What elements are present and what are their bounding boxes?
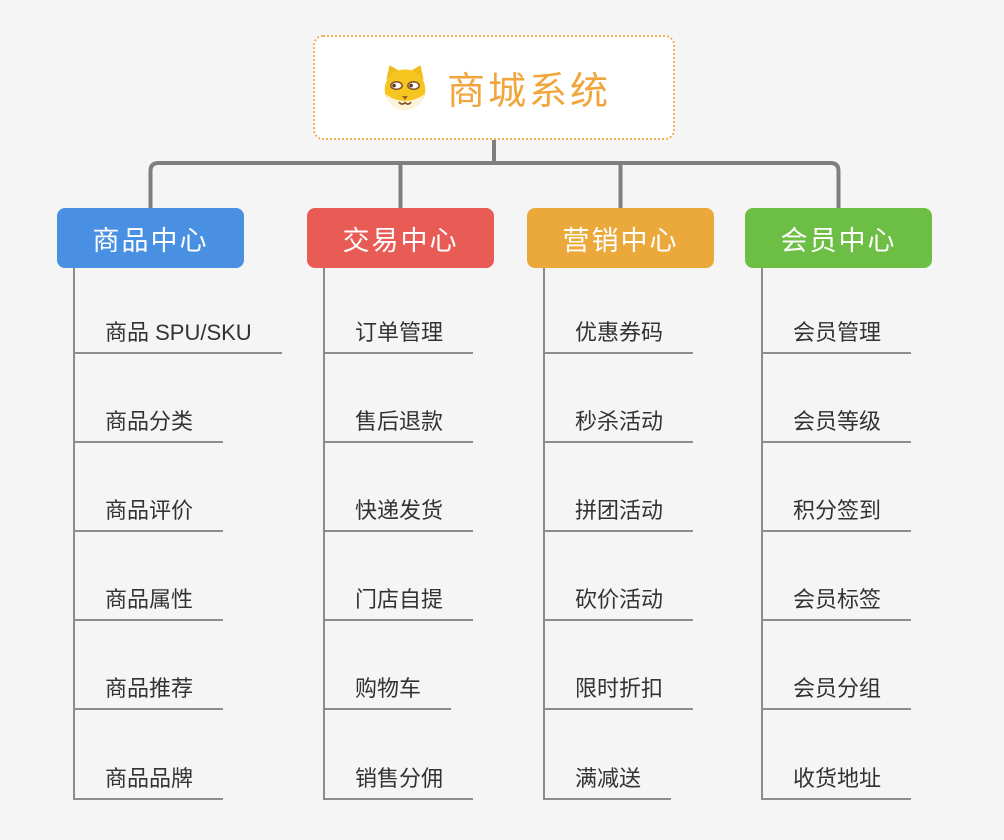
child-node[interactable]: 订单管理 xyxy=(323,316,474,354)
child-node[interactable]: 优惠券码 xyxy=(543,316,694,354)
branch-header-member-center[interactable]: 会员中心 xyxy=(745,208,932,268)
root-title: 商城系统 xyxy=(446,71,611,113)
child-node[interactable]: 会员等级 xyxy=(761,405,912,443)
child-node[interactable]: 会员管理 xyxy=(761,316,912,354)
dog-face-icon xyxy=(384,64,426,110)
branch-trade-center: 交易中心 订单管理 售后退款 快递发货 门店自提 购物车 销售分佣 xyxy=(307,208,567,808)
child-node[interactable]: 会员分组 xyxy=(761,672,912,710)
child-node[interactable]: 拼团活动 xyxy=(543,494,694,532)
branch-spine xyxy=(323,268,325,798)
child-node[interactable]: 限时折扣 xyxy=(543,672,694,710)
child-node[interactable]: 满减送 xyxy=(543,762,672,800)
child-node[interactable]: 商品评价 xyxy=(73,494,224,532)
child-node[interactable]: 会员标签 xyxy=(761,583,912,621)
root-node[interactable]: 商城系统 xyxy=(313,35,675,140)
child-node[interactable]: 收货地址 xyxy=(761,762,912,800)
child-node[interactable]: 积分签到 xyxy=(761,494,912,532)
child-node[interactable]: 售后退款 xyxy=(323,405,474,443)
child-node[interactable]: 商品属性 xyxy=(73,583,224,621)
branch-marketing-center: 营销中心 优惠券码 秒杀活动 拼团活动 砍价活动 限时折扣 满减送 xyxy=(527,208,787,808)
child-node[interactable]: 销售分佣 xyxy=(323,762,474,800)
branch-spine xyxy=(73,268,75,798)
child-node[interactable]: 秒杀活动 xyxy=(543,405,694,443)
child-node[interactable]: 购物车 xyxy=(323,672,452,710)
child-node[interactable]: 门店自提 xyxy=(323,583,474,621)
child-node[interactable]: 商品品牌 xyxy=(73,762,224,800)
branch-header-trade-center[interactable]: 交易中心 xyxy=(307,208,494,268)
child-node[interactable]: 快递发货 xyxy=(323,494,474,532)
branch-member-center: 会员中心 会员管理 会员等级 积分签到 会员标签 会员分组 收货地址 xyxy=(745,208,1004,808)
branch-spine xyxy=(761,268,763,798)
child-node[interactable]: 商品 SPU/SKU xyxy=(73,316,282,354)
branch-product-center: 商品中心 商品 SPU/SKU 商品分类 商品评价 商品属性 商品推荐 商品品牌 xyxy=(57,208,317,808)
branch-header-product-center[interactable]: 商品中心 xyxy=(57,208,244,268)
branch-header-marketing-center[interactable]: 营销中心 xyxy=(527,208,714,268)
branch-spine xyxy=(543,268,545,798)
child-node[interactable]: 商品分类 xyxy=(73,405,224,443)
child-node[interactable]: 商品推荐 xyxy=(73,672,224,710)
child-node[interactable]: 砍价活动 xyxy=(543,583,694,621)
